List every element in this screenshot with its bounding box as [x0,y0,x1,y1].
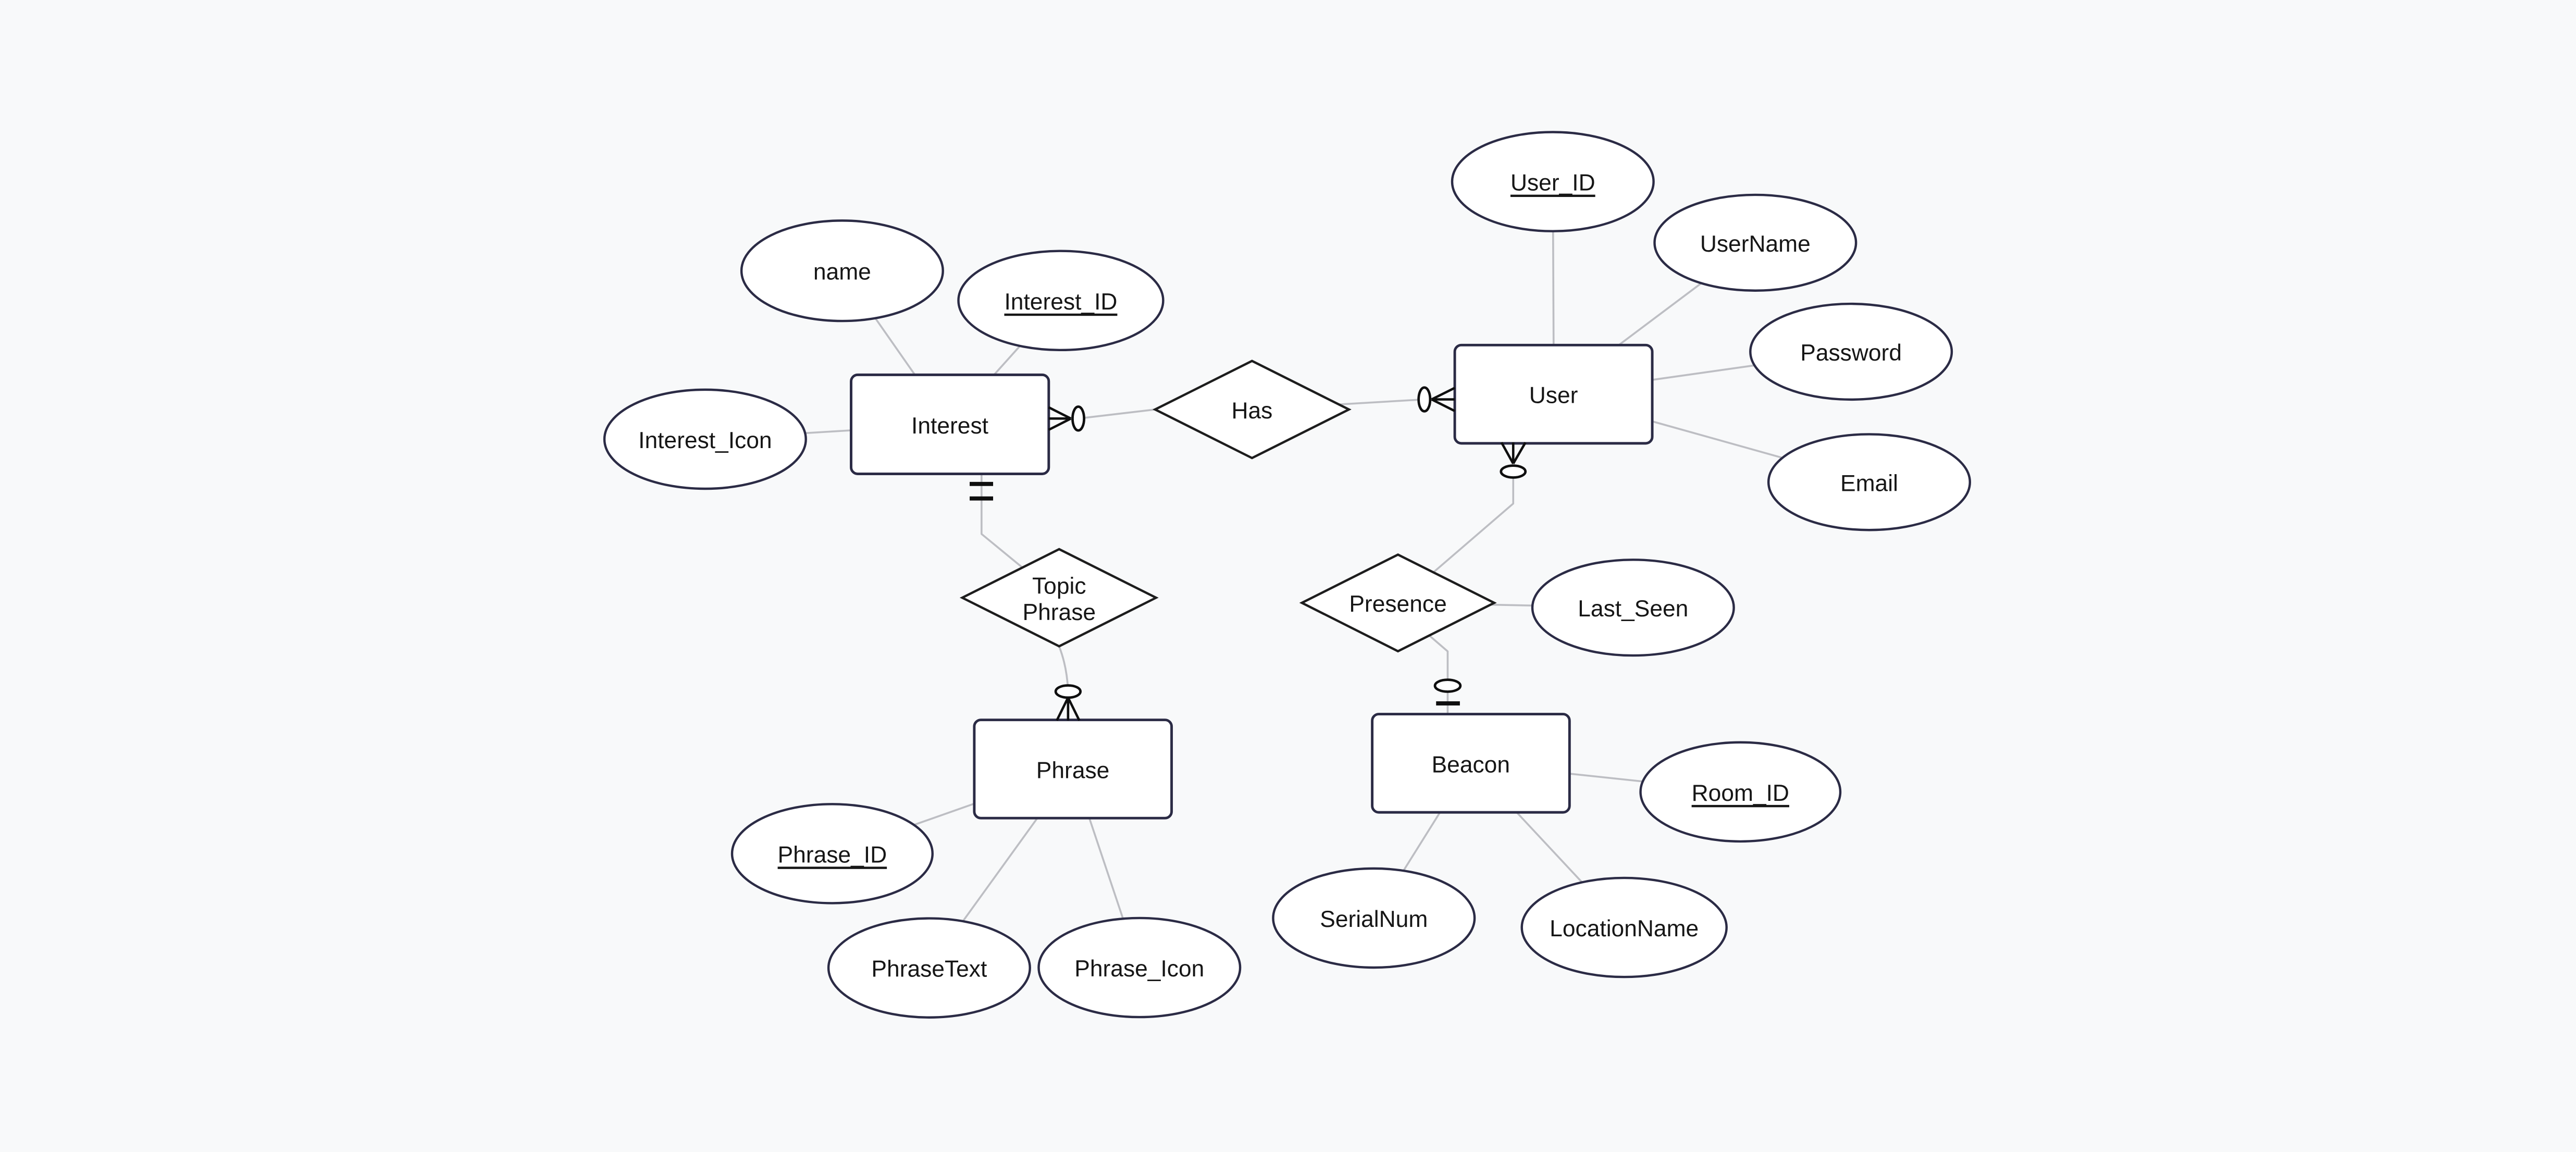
relationship-shapes [959,360,1497,653]
attribute-interest-id-ellipse [957,250,1165,352]
attribute-password-label: Password [1800,340,1902,366]
attribute-interest-icon-label: Interest_Icon [638,428,772,453]
circle-crow-foot-icon-topic-phrase-phrase [1054,684,1082,721]
relationship-presence-diamond [1299,553,1497,653]
attribute-room-id-ellipse [1639,741,1842,843]
attribute-last-seen-label: Last_Seen [1578,596,1688,622]
attribute-user-id-ellipse [1451,131,1655,232]
attribute-name-label: name [813,259,871,285]
attribute-password-ellipse [1749,302,1953,401]
attribute-phrase-icon-ellipse [1037,916,1242,1019]
entity-beacon-label: Beacon [1432,752,1510,777]
crow-foot-circle-icon-user-presence [1500,442,1527,479]
attribute-shapes [603,131,1972,1019]
attribute-phrasetext-label: PhraseText [871,957,987,982]
attribute-username-ellipse [1653,193,1857,292]
entity-shapes [850,343,1654,820]
attribute-locationname-label: LocationName [1550,916,1699,942]
attribute-email-ellipse [1767,433,1972,531]
attribute-serialnum-ellipse [1272,867,1476,969]
attribute-username-label: UserName [1700,231,1811,257]
relationship-has-label: Has [1231,398,1272,424]
attribute-interest-id-label: Interest_ID [1004,289,1117,315]
crow-foot-circle-icon-interest-has [1048,405,1086,432]
relationship-topic-phrase-diamond [959,548,1159,648]
relationship-has-diamond [1152,360,1352,460]
attribute-user-id-label: User_ID [1510,170,1595,196]
crow-foot-circle-icon-has-user [1417,386,1456,413]
double-bar-icon-interest-topic-phrase [970,481,994,501]
entity-interest-label: Interest [911,413,988,439]
attribute-serialnum-label: SerialNum [1320,907,1428,932]
attribute-name-ellipse [740,219,944,323]
entity-phrase-box [973,719,1173,820]
attribute-interest-icon-ellipse [603,388,807,490]
circle-single-bar-icon-presence-beacon [1433,678,1462,705]
relationship-topic-phrase-label-line2: Phrase [1022,600,1096,625]
attribute-locationname-ellipse [1520,876,1728,978]
cardinality-glyphs [970,386,1527,721]
entity-user-box [1453,343,1654,445]
entity-phrase-label: Phrase [1036,758,1110,783]
connector-topic-phrase-phrase [1058,646,1069,690]
attribute-email-label: Email [1840,470,1898,496]
connector-presence-beacon [1429,635,1449,714]
attribute-last-seen-ellipse [1531,559,1735,657]
attribute-phrasetext-ellipse [827,917,1031,1019]
entity-beacon-box [1371,713,1571,814]
entity-interest-box [850,373,1050,475]
attribute-phrase-id-label: Phrase_ID [778,842,887,868]
attribute-room-id-label: Room_ID [1692,781,1789,806]
attribute-phrase-id-ellipse [730,803,934,905]
attribute-phrase-icon-label: Phrase_Icon [1074,956,1204,982]
entity-user-label: User [1529,382,1578,408]
relationship-topic-phrase-label-line1: Topic [1032,573,1086,599]
labels: Interest User Phrase Beacon Has Topic Ph… [638,170,1902,982]
connector-user-presence [1397,477,1515,604]
relationship-presence-label: Presence [1349,591,1446,617]
